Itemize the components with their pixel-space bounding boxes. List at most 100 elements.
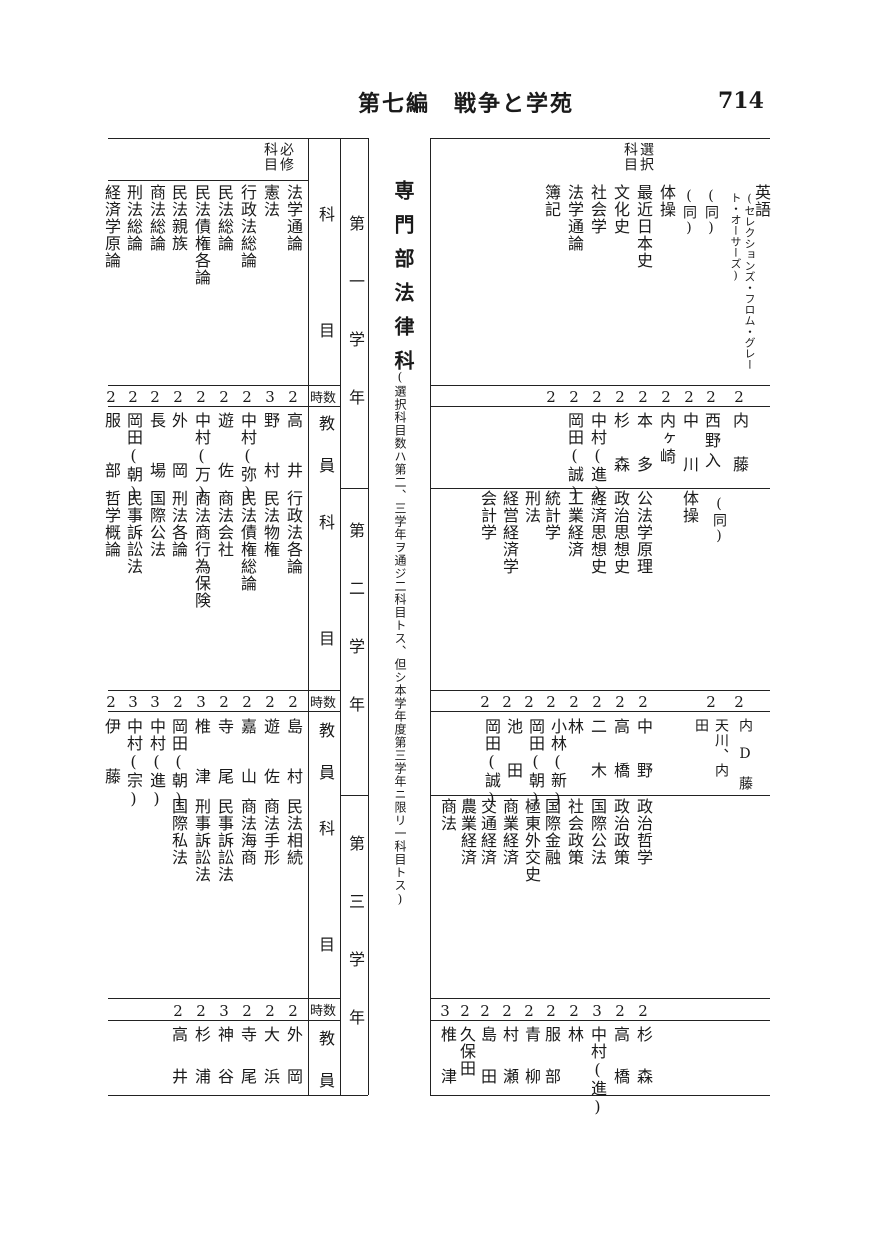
elective-bottom-hours: 2 <box>480 1002 490 1020</box>
y2-hours: 2 <box>106 693 116 711</box>
elective-mid-teacher: 小林(新) <box>548 718 567 809</box>
y1-teacher: 野村 <box>261 412 280 512</box>
y3-subject: 国際私法 <box>169 798 188 866</box>
y2-subject: 刑法各論 <box>169 490 188 558</box>
elective-top-teacher: 本多 <box>634 412 653 500</box>
y3-hours: 2 <box>196 1002 206 1020</box>
y2-teacher: 椎津 <box>192 718 211 818</box>
elective-mid-teacher: 岡田(誠) <box>482 718 501 809</box>
elective-mid-subject: 統計学 <box>542 490 561 541</box>
y2-subject: 国際公法 <box>147 490 166 558</box>
elective-top-hours: 2 <box>734 388 744 406</box>
elective-top-subject: (同) <box>681 188 697 237</box>
y1-subject: 民法総論 <box>215 184 234 252</box>
elective-label: 選択科目 <box>622 142 654 172</box>
y3-hours: 2 <box>265 1002 275 1020</box>
elective-top-subject: 体操 <box>657 184 676 218</box>
y1-subject: 経済学原論 <box>102 184 121 269</box>
department-title: 専門部法律科 <box>391 180 415 384</box>
elective-mid-subject: 会計学 <box>478 490 497 541</box>
y1-teacher: 中村(弥) <box>238 412 257 503</box>
elective-mid-subject: 経営経済学 <box>500 490 519 575</box>
y2-teacher-col-label: 教員 <box>316 722 335 806</box>
y2-teacher: 遊佐 <box>261 718 280 818</box>
y1-teacher: 高井 <box>284 412 303 512</box>
y3-hours-col-label: 時数 <box>310 1004 337 1019</box>
y3-teacher: 神谷 <box>215 1026 234 1110</box>
y1-subject: 刑法総論 <box>124 184 143 252</box>
elective-bottom-hours: 3 <box>440 1002 450 1020</box>
elective-bottom-teacher: 久保田 <box>457 1026 476 1077</box>
elective-top-hours: 2 <box>638 388 648 406</box>
english-textbook-note: (セレクションズ・フロム・グレート・オーサーズ) <box>729 192 756 370</box>
y2-hours: 2 <box>173 693 183 711</box>
y3-teacher: 外岡 <box>284 1026 303 1110</box>
elective-top-subject: 法学通論 <box>565 184 584 252</box>
y1-subject: 行政法総論 <box>238 184 257 269</box>
y2-teacher: 中村(宗) <box>124 718 143 809</box>
elective-bottom-teacher: 中村(進) <box>588 1026 607 1117</box>
y2-subject: 民法債権総論 <box>238 490 257 592</box>
y3-teacher: 寺尾 <box>238 1026 257 1110</box>
elective-top-hours: 2 <box>592 388 602 406</box>
elective-bottom-subject: 国際金融 <box>542 798 561 866</box>
elective-mid-teacher: 内D藤 <box>737 718 753 804</box>
required-label: 必修科目 <box>262 142 294 172</box>
page-number: 714 <box>718 88 764 114</box>
y3-hours: 3 <box>219 1002 229 1020</box>
running-title: 第七編 戦争と学苑 <box>358 91 575 117</box>
department-note: (選択科目数ハ第二、三学年ヲ通ジ二科目トス、但シ本学年度第三学年ニ限リ一科目トス… <box>393 370 407 907</box>
y1-subject: 商法総論 <box>147 184 166 252</box>
y1-teacher: 外岡 <box>169 412 188 512</box>
y2-teacher: 伊藤 <box>102 718 121 818</box>
y1-subject: 憲法 <box>261 184 280 218</box>
elective-top-teacher: 西野入 <box>702 412 721 472</box>
elective-bottom-teacher: 島田 <box>478 1026 497 1110</box>
elective-bottom-hours: 2 <box>460 1002 470 1020</box>
elective-mid-hours: 2 <box>480 693 490 711</box>
y2-subject: 行政法各論 <box>284 490 303 575</box>
elective-mid-subject: (同) <box>711 496 727 545</box>
elective-bottom-teacher: 村瀬 <box>500 1026 519 1110</box>
year3-label: 第三学年 <box>346 835 365 1067</box>
elective-mid-hours: 2 <box>502 693 512 711</box>
elective-bottom-subject: 農業経済 <box>458 798 477 866</box>
y3-subject: 民事訴訟法 <box>215 798 234 883</box>
y1-hours: 2 <box>128 388 138 406</box>
y2-subject: 商法会社 <box>215 490 234 558</box>
y1-hours: 2 <box>173 388 183 406</box>
y2-hours-col-label: 時数 <box>310 696 337 711</box>
y2-hours: 3 <box>150 693 160 711</box>
elective-bottom-subject: 商法 <box>438 798 457 832</box>
elective-bottom-hours: 2 <box>638 1002 648 1020</box>
elective-bottom-teacher: 服部 <box>542 1026 561 1110</box>
elective-mid-hours: 2 <box>524 693 534 711</box>
page-header: 第七編 戦争と学苑 714 <box>0 86 874 126</box>
elective-mid-teacher: 高橋 <box>611 718 630 806</box>
elective-top-hours: 2 <box>706 388 716 406</box>
elective-top-hours: 2 <box>684 388 694 406</box>
y2-subject: 民法物権 <box>261 490 280 558</box>
elective-mid-teacher: 林 <box>565 718 584 735</box>
elective-top-hours: 2 <box>615 388 625 406</box>
y2-subject: 哲学概論 <box>102 490 121 558</box>
elective-mid-subject: 公法学原理 <box>634 490 653 575</box>
elective-mid-hours: 2 <box>592 693 602 711</box>
elective-mid-teacher: 中野 <box>634 718 653 806</box>
y1-subject-col-label: 科目 <box>316 206 335 438</box>
elective-bottom-hours: 2 <box>502 1002 512 1020</box>
elective-mid-hours: 2 <box>615 693 625 711</box>
elective-bottom-hours: 2 <box>546 1002 556 1020</box>
y1-teacher: 岡田(朝) <box>124 412 143 503</box>
y1-hours: 2 <box>219 388 229 406</box>
elective-mid-subject: 政治思想史 <box>611 490 630 575</box>
y1-hours: 3 <box>265 388 275 406</box>
elective-top-teacher: 内藤 <box>730 412 749 500</box>
elective-mid-teacher: 天川、内 <box>713 718 729 778</box>
y1-teacher: 遊佐 <box>215 412 234 512</box>
elective-bottom-subject: 極東外交史 <box>522 798 541 883</box>
elective-bottom-hours: 3 <box>592 1002 602 1020</box>
y2-subject-col-label: 科目 <box>316 514 335 746</box>
elective-bottom-subject: 国際公法 <box>588 798 607 866</box>
elective-mid-subject: 工業経済 <box>565 490 584 558</box>
